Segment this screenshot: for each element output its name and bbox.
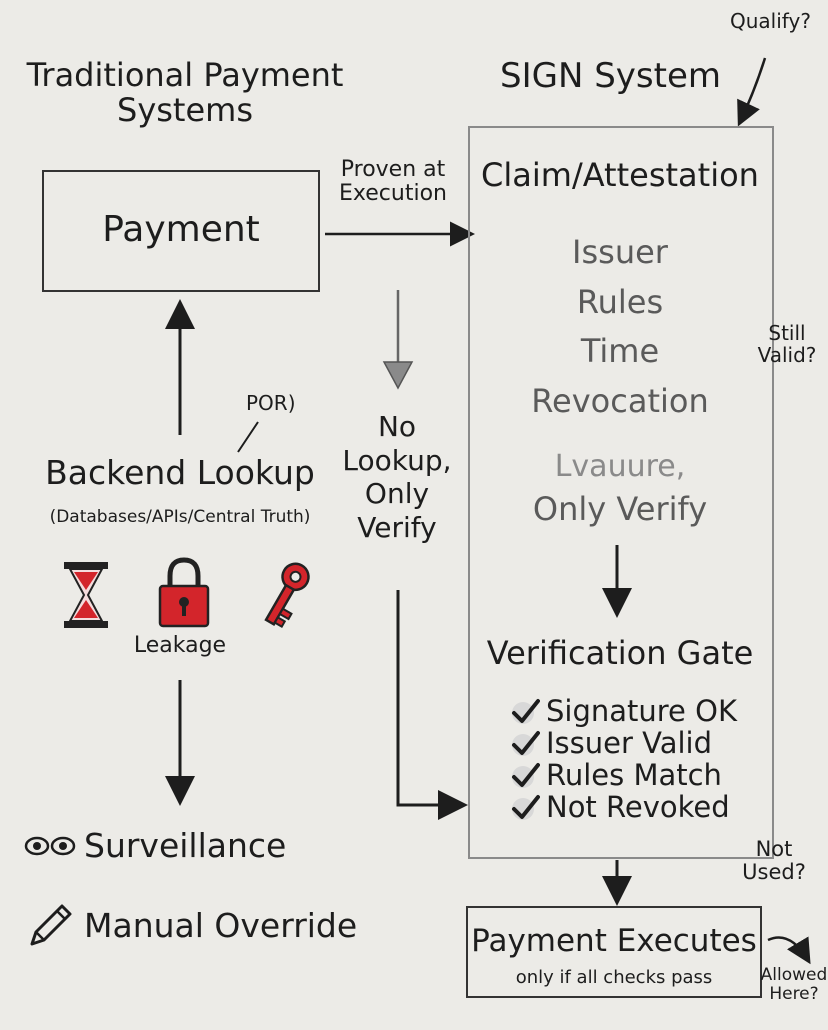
claim-item: Rules (576, 282, 664, 321)
sign-system-box (468, 126, 774, 859)
payment-executes-title: Payment Executes (471, 923, 757, 959)
no-lookup-line: Only (364, 477, 430, 511)
backend-lookup-title: Backend Lookup (45, 453, 315, 492)
check-label: Issuer Valid (546, 725, 713, 760)
check-item: Not Revoked (510, 789, 737, 824)
checks-list: Signature OK Issuer Valid Rules Match No… (510, 694, 737, 824)
no-lookup-line: Lookup, (342, 443, 452, 477)
padlock-icon (158, 557, 210, 628)
left-title-line1: Traditional Payment (26, 56, 344, 94)
eyes-icon (24, 836, 76, 856)
still-valid-line1: Still (768, 321, 806, 345)
check-label: Rules Match (546, 757, 722, 792)
smudged-text: Lvauure, (554, 449, 686, 484)
still-valid-line2: Valid? (757, 343, 817, 367)
no-lookup-line: Verify (357, 510, 437, 544)
check-icon (512, 730, 540, 756)
payment-box: Payment (42, 170, 320, 292)
left-title-line2: Systems (117, 91, 253, 130)
surveillance-label: Surveillance (84, 826, 287, 865)
proven-line1: Proven at (340, 157, 446, 182)
only-verify-label: Only Verify (532, 490, 708, 528)
allowed-line2: Here? (769, 983, 819, 1004)
allowed-here-note: Allowed Here? (760, 966, 828, 1003)
claim-item: Issuer (572, 233, 668, 271)
check-label: Not Revoked (546, 789, 730, 824)
not-used-line1: Not (755, 837, 793, 861)
check-label: Signature OK (546, 694, 737, 728)
no-lookup-line: No (377, 410, 417, 443)
check-item: Signature OK (510, 694, 737, 728)
claim-item: Time (580, 332, 660, 371)
claim-attestation-title: Claim/Attestation (481, 156, 759, 194)
proven-line2: Execution (339, 181, 447, 207)
check-icon (512, 698, 540, 724)
por-note: POR) (246, 391, 296, 415)
claim-item: Revocation (531, 381, 709, 420)
check-icon (512, 762, 540, 788)
check-item: Rules Match (510, 757, 737, 792)
sign-system-title: SIGN System (500, 56, 721, 96)
no-lookup-label: No Lookup, Only Verify (330, 410, 464, 544)
qualify-note: Qualify? (730, 9, 811, 33)
payment-executes-subtitle: only if all checks pass (515, 967, 713, 988)
proven-at-execution-label: Proven at Execution (328, 157, 458, 207)
payment-executes-box: Payment Executes only if all checks pass (466, 906, 762, 998)
leakage-label: Leakage (133, 633, 227, 658)
not-used-line2: Used? (742, 860, 806, 885)
claim-items-list: Issuer Rules Time Revocation (470, 228, 770, 426)
backend-lookup-subtitle: (Databases/APIs/Central Truth) (49, 507, 311, 527)
not-used-note: Not Used? (738, 837, 810, 885)
manual-override-label: Manual Override (84, 906, 358, 945)
check-icon (512, 794, 540, 820)
left-title: Traditional Payment Systems (20, 56, 350, 130)
payment-label: Payment (102, 209, 260, 250)
still-valid-note: Still Valid? (752, 322, 822, 366)
key-icon (264, 562, 310, 628)
verification-gate-title: Verification Gate (486, 634, 754, 672)
hourglass-icon (64, 562, 108, 628)
pencil-icon (30, 904, 72, 946)
check-item: Issuer Valid (510, 725, 737, 760)
allowed-line1: Allowed (760, 965, 828, 985)
